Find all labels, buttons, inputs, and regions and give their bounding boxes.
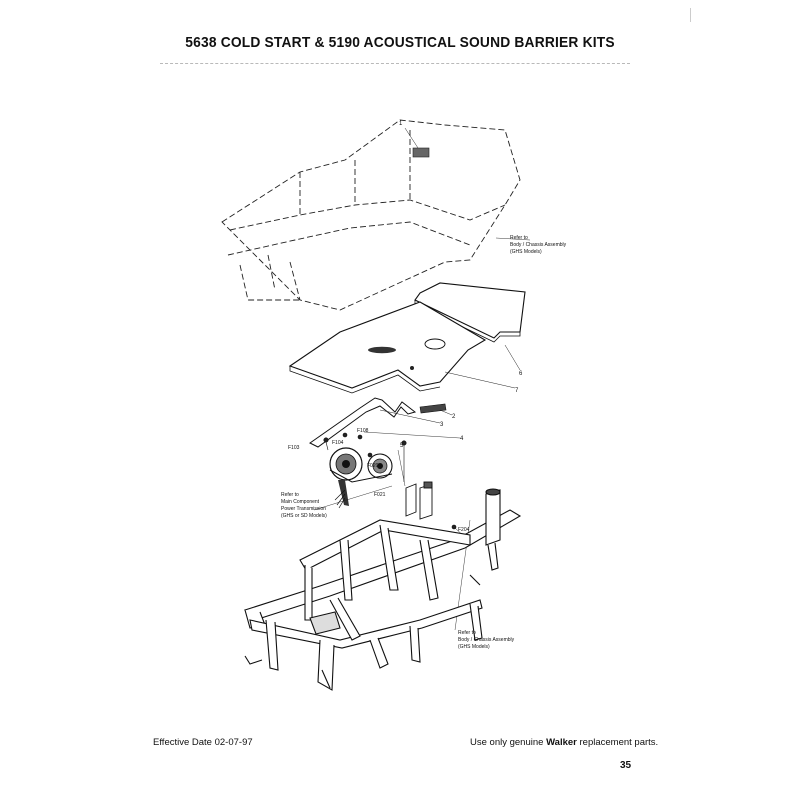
svg-text:(GHS or SD Models): (GHS or SD Models) [281,513,327,519]
svg-text:Body / Chassis Assembly: Body / Chassis Assembly [458,637,515,643]
title-rule [160,63,630,65]
fasteners [323,432,457,530]
scan-mark [690,8,691,22]
callout-f104: F104 [332,440,344,446]
body-shell-outline [221,119,521,311]
effective-date: Effective Date 02-07-97 [153,737,253,748]
callout-f108: F108 [357,428,369,434]
callout-labels: 1 2 3 4 5 6 7 F108 F104 F103 F020 F021 F… [288,121,523,533]
svg-text:Refer to: Refer to [458,630,476,636]
page-number: 35 [620,760,632,771]
genuine-parts-note: Use only genuine Walker replacement part… [470,737,659,748]
bracket-3 [309,397,441,448]
svg-text:Main Component: Main Component [281,499,320,505]
callout-f020: F020 [367,463,379,469]
svg-text:(GHS Models): (GHS Models) [458,644,490,650]
callout-2: 2 [452,414,456,420]
callout-6: 6 [519,371,523,377]
callout-5: 5 [400,443,404,449]
page-title: 5638 COLD START & 5190 ACOUSTICAL SOUND … [185,34,615,51]
chassis-frame [243,488,522,691]
brand-name: Walker [546,737,577,748]
svg-text:Power Transmission: Power Transmission [281,506,326,512]
svg-text:Refer to: Refer to [510,235,528,241]
strap-2 [419,403,453,416]
ref-note-body: Refer to Body / Chassis Assembly (GHS Mo… [510,235,567,255]
ref-note-chassis: Refer to Body / Chassis Assembly (GHS Mo… [458,630,515,650]
svg-text:(GHS Models): (GHS Models) [510,249,542,255]
svg-text:Refer to: Refer to [281,492,299,498]
callout-4: 4 [460,436,464,442]
callout-f103: F103 [288,445,300,451]
callout-7: 7 [515,388,519,394]
pulley-assembly [329,447,393,509]
callout-1: 1 [399,121,403,127]
callout-f021: F021 [374,492,386,498]
ref-note-power: Refer to Main Component Power Transmissi… [281,492,327,519]
decal-1 [404,127,430,158]
post-upright [405,481,433,520]
callout-3: 3 [440,422,444,428]
barrier-panel-7 [288,301,516,394]
svg-text:Body / Chassis Assembly: Body / Chassis Assembly [510,242,567,248]
callout-f204: F204 [458,527,470,533]
